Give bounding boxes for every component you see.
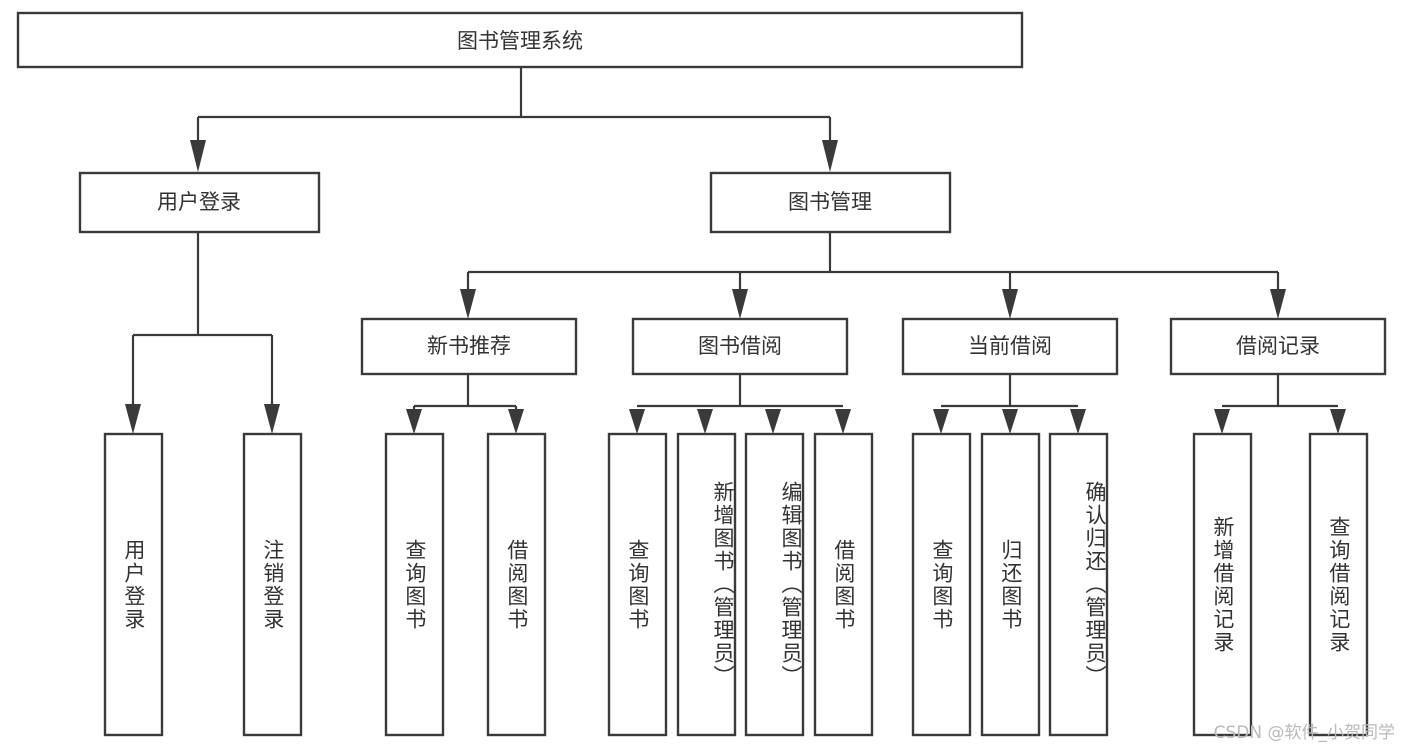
connector-borrow-record-to-leaves [1214,374,1346,434]
node-borrow-record-label: 借阅记录 [1236,334,1320,358]
arrow-head-leaf-user-login [125,404,141,434]
connector-book-borrow-to-leaves [629,374,851,434]
node-new-book-recommend[interactable]: 新书推荐 [360,317,578,376]
node-new-book-recommend-label: 新书推荐 [427,334,511,358]
arrow-head-leaf-add-book [697,409,713,434]
node-root-label: 图书管理系统 [457,29,583,53]
node-book-borrow[interactable]: 图书借阅 [631,317,849,376]
node-book-borrow-box[interactable] [631,317,849,376]
node-leaf-query-book-2-box[interactable] [607,432,668,737]
node-leaf-query-book-1-box[interactable] [384,432,445,737]
node-borrow-record[interactable]: 借阅记录 [1169,317,1387,376]
arrow-head-leaf-edit-book [765,409,781,434]
node-user-login-label: 用户登录 [157,190,241,214]
node-leaf-return-book-box[interactable] [980,432,1041,737]
node-leaf-add-record-box[interactable] [1192,432,1253,737]
connector-user-login-to-leaves [125,232,280,434]
node-leaf-query-book-3-box[interactable] [911,432,972,737]
node-leaf-add-book-box[interactable] [676,432,737,737]
node-book-manage-label: 图书管理 [788,190,872,214]
arrow-head-new-book-recommend [460,289,476,319]
node-root-box[interactable] [16,11,1024,69]
arrow-head-book-borrow [732,289,748,319]
node-leaf-user-login-box[interactable] [103,432,164,737]
node-book-manage[interactable]: 图书管理 [709,171,952,234]
arrow-head-leaf-borrow-book-1 [508,409,524,434]
csdn-watermark: CSDN @软件_小贺同学 [1213,723,1395,743]
connector-new-book-recommend-to-leaves [406,374,524,434]
node-user-login[interactable]: 用户登录 [78,171,321,234]
node-book-borrow-label: 图书借阅 [698,334,782,358]
node-current-borrow-label: 当前借阅 [968,334,1052,358]
arrow-head-leaf-borrow-book-2 [835,409,851,434]
node-leaf-borrow-book-1-box[interactable] [486,432,547,737]
node-leaf-edit-book-box[interactable] [744,432,805,737]
arrow-head-leaf-user-logout [264,404,280,434]
arrow-head-leaf-add-record [1214,409,1230,434]
node-user-login-box[interactable] [78,171,321,234]
arrow-head-leaf-confirm-return [1070,409,1086,434]
connector-root-to-level1 [190,67,838,172]
node-book-manage-box[interactable] [709,171,952,234]
node-leaf-user-logout-box[interactable] [242,432,303,737]
node-borrow-record-box[interactable] [1169,317,1387,376]
node-new-book-recommend-box[interactable] [360,317,578,376]
arrow-head-leaf-return-book [1002,409,1018,434]
arrow-head-leaf-query-book-2 [629,409,645,434]
arrow-head-leaf-query-book-1 [406,409,422,434]
connector-book-manage-to-level2 [460,232,1286,319]
arrow-head-user-login [190,140,206,172]
arrow-head-leaf-query-record [1330,409,1346,434]
node-root[interactable]: 图书管理系统 [16,11,1024,69]
node-current-borrow-box[interactable] [901,317,1119,376]
node-leaf-query-record-box[interactable] [1308,432,1369,737]
arrow-head-borrow-record [1270,289,1286,319]
arrow-head-current-borrow [1002,289,1018,319]
node-leaf-borrow-book-2-box[interactable] [813,432,874,737]
node-leaf-confirm-return-box[interactable] [1048,432,1109,737]
node-current-borrow[interactable]: 当前借阅 [901,317,1119,376]
arrow-head-book-manage [822,140,838,172]
arrow-head-leaf-query-book-3 [933,409,949,434]
connector-current-borrow-to-leaves [933,374,1086,434]
